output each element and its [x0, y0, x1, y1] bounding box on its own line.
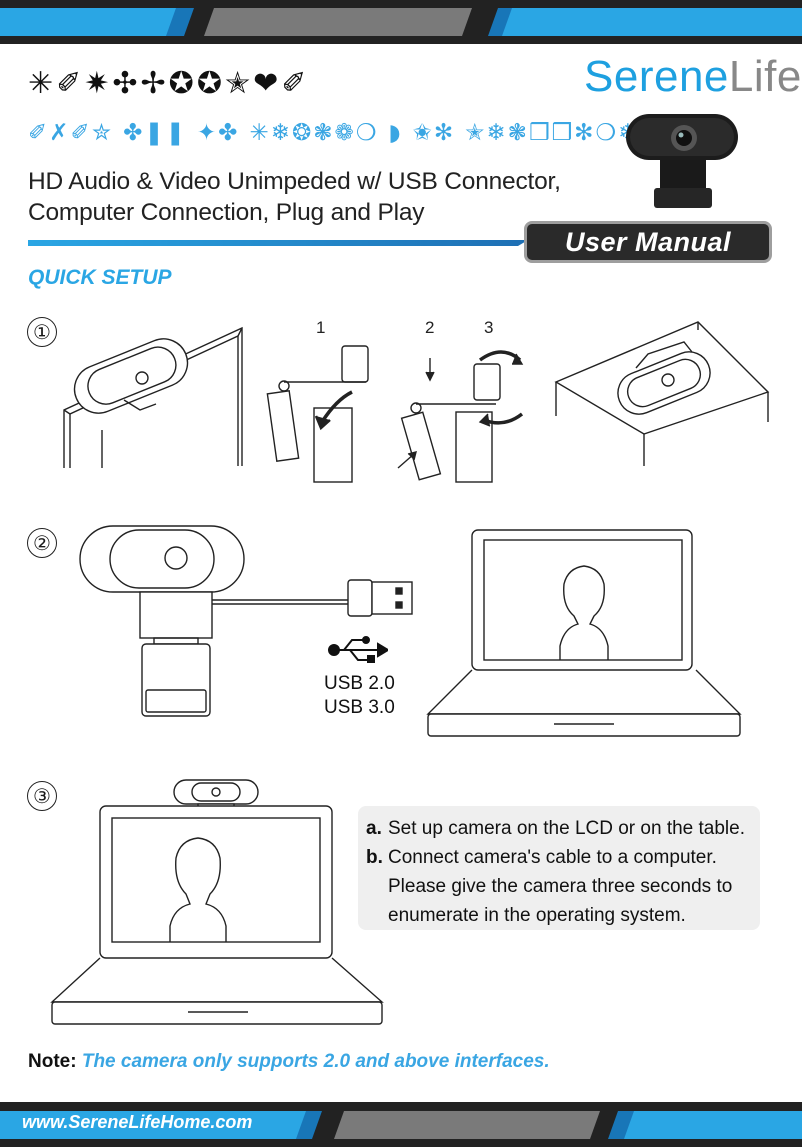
note-text: The camera only supports 2.0 and above i… [81, 1051, 550, 1072]
laptop-with-webcam-illustration [50, 779, 384, 1025]
subtitle-line-1: HD Audio & Video Unimpeded w/ USB Connec… [28, 168, 561, 195]
website-link[interactable]: www.SereneLifeHome.com [22, 1112, 253, 1132]
webcam-usb-cable-illustration [79, 525, 413, 717]
top-decorative-band [0, 0, 802, 44]
note: Note: The camera only supports 2.0 and a… [28, 1051, 550, 1073]
title-underline [28, 240, 528, 246]
usb-version-labels: USB 2.0 USB 3.0 [324, 672, 395, 720]
instruction-a-letter: a. [366, 818, 382, 839]
camera-on-monitor-illustration [63, 326, 243, 468]
usb-icon [328, 636, 388, 663]
step-1-number: ① [27, 317, 57, 347]
user-manual-badge: User Manual [524, 221, 772, 263]
step-2-number: ② [27, 528, 57, 558]
clip-unfold-illustration [266, 345, 369, 483]
substep-1-label: 1 [316, 318, 326, 337]
substep-2-label: 2 [425, 318, 435, 337]
brand-logo-part2: Life [728, 52, 802, 101]
webcam-product-image [620, 112, 744, 217]
setup-instructions: a. Set up camera on the LCD or on the ta… [358, 806, 760, 930]
instruction-b-letter: b. [366, 847, 383, 868]
model-number: ✳✐✷✣✢✪✪✭❤✐ [28, 66, 310, 101]
instruction-a-text: Set up camera on the LCD or on the table… [388, 818, 745, 839]
section-title: QUICK SETUP [28, 266, 172, 289]
clip-rotate-illustration [397, 350, 524, 483]
step-3-number: ③ [27, 781, 57, 811]
usb-version-2: USB 2.0 [324, 673, 395, 694]
note-label: Note: [28, 1051, 77, 1072]
brand-logo-part1: Serene [584, 52, 729, 101]
substep-3-label: 3 [484, 318, 494, 337]
camera-on-table-illustration [554, 321, 770, 466]
instruction-a: a. Set up camera on the LCD or on the ta… [366, 814, 750, 843]
laptop-video-call-illustration [426, 529, 742, 737]
instruction-b: b. Connect camera's cable to a computer.… [366, 843, 750, 930]
brand-logo: SereneLife [584, 52, 802, 102]
product-name: ✐✗✐✮ ✤❚❚ ✦✤ ✳❄❂❃❁❍ ◗ ✬✻ ✭❄❃❒❒✻❍❄ [28, 120, 640, 146]
bottom-decorative-band [0, 1102, 802, 1147]
product-subtitle: HD Audio & Video Unimpeded w/ USB Connec… [28, 166, 561, 228]
subtitle-line-2: Computer Connection, Plug and Play [28, 199, 425, 226]
instruction-b-text: Connect camera's cable to a computer. Pl… [388, 847, 733, 926]
usb-version-3: USB 3.0 [324, 697, 395, 718]
